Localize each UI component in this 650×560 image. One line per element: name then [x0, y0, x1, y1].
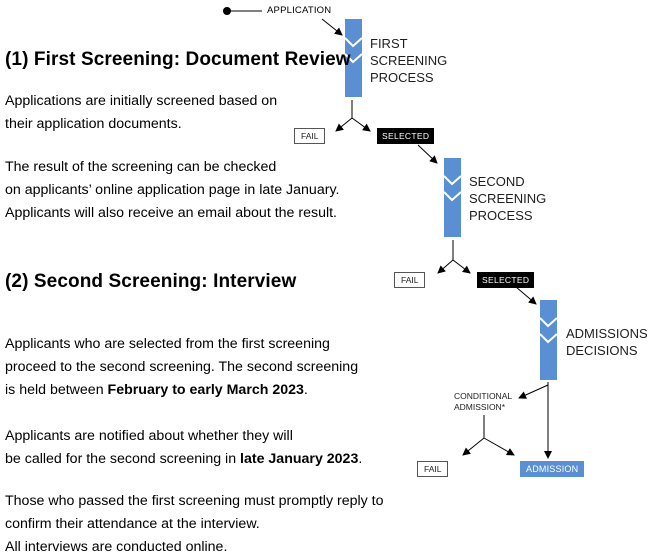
- stage-1-line2: SCREENING: [370, 53, 448, 68]
- application-label: APPLICATION: [267, 5, 332, 16]
- fail-box-1: FAIL: [294, 128, 326, 144]
- section2-paragraph1: Applicants who are selected from the fir…: [5, 333, 358, 402]
- section1-p1-line1: Applications are initially screened base…: [5, 93, 278, 109]
- section2-p1-line3-end: .: [303, 382, 308, 398]
- stage-bar-2: [443, 158, 462, 237]
- stage-1-line1: FIRST: [370, 36, 408, 51]
- application-arrow: [321, 18, 343, 36]
- fail-box-2: FAIL: [394, 272, 426, 288]
- section1-p2-line2: on applicants’ online application page i…: [5, 182, 340, 198]
- section2-p3-line2: confirm their attendance at the intervie…: [5, 516, 260, 532]
- stage-2-label: SECOND SCREENING PROCESS: [469, 173, 546, 224]
- section2-p1-line2: proceed to the second screening. The sec…: [5, 359, 359, 375]
- stage-3-label: ADMISSIONS DECISIONS: [566, 325, 648, 359]
- stage-bar-1: [344, 19, 363, 97]
- section1-paragraph1: Applications are initially screened base…: [5, 90, 277, 136]
- section2-p3-line1: Those who passed the first screening mus…: [5, 493, 384, 509]
- to-conditional-arrow: [518, 384, 549, 399]
- conditional-line1: CONDITIONAL: [454, 391, 513, 401]
- section1-p2-line3: Applicants will also receive an email ab…: [5, 205, 337, 221]
- fail-box-3: FAIL: [417, 461, 449, 477]
- to-stage2-arrow: [417, 144, 438, 164]
- notification-date-emphasis: late January 2023: [240, 451, 359, 467]
- section2-p1-line1: Applicants who are selected from the fir…: [5, 336, 330, 352]
- section2-p1-line3: is held between February to early March …: [5, 379, 358, 402]
- stage-2-line1: SECOND: [469, 174, 525, 189]
- selected-arrow-1: [351, 117, 371, 132]
- stage-1-label: FIRST SCREENING PROCESS: [370, 35, 447, 86]
- section2-heading: (2) Second Screening: Interview: [5, 271, 297, 292]
- section1-p1-line2: their application documents.: [5, 116, 182, 132]
- to-stage3-arrow: [515, 286, 537, 305]
- section2-p1-line3-text: is held between: [5, 382, 108, 398]
- section2-p3-line3: All interviews are conducted online.: [5, 539, 228, 555]
- fail-arrow-3: [462, 437, 485, 456]
- conditional-admission-label: CONDITIONAL ADMISSION*: [454, 391, 512, 413]
- conditional-line2: ADMISSION*: [454, 402, 506, 412]
- section2-p2-line2: be called for the second screening in la…: [5, 448, 362, 471]
- fail-arrow-2: [437, 259, 454, 274]
- section2-paragraph3: Those who passed the first screening mus…: [5, 490, 384, 559]
- selected-arrow-2: [452, 259, 471, 274]
- screening-period-emphasis: February to early March 2023: [107, 382, 304, 398]
- section2-p2-line1: Applicants are notified about whether th…: [5, 428, 293, 444]
- selected-box-1: SELECTED: [377, 128, 435, 144]
- stage-3-line1: ADMISSIONS: [566, 326, 648, 341]
- fail-arrow-1: [335, 117, 353, 132]
- stage-bar-3: [539, 300, 558, 380]
- admission-box: ADMISSION: [520, 461, 585, 477]
- stage-2-line3: PROCESS: [469, 208, 533, 223]
- conditional-to-admission-arrow: [483, 437, 515, 456]
- stage-1-line3: PROCESS: [370, 70, 434, 85]
- section2-paragraph2: Applicants are notified about whether th…: [5, 425, 362, 471]
- selected-box-2: SELECTED: [477, 272, 535, 288]
- section2-p2-line2-text: be called for the second screening in: [5, 451, 241, 467]
- stage-3-line2: DECISIONS: [566, 343, 638, 358]
- section1-paragraph2: The result of the screening can be check…: [5, 156, 339, 225]
- section1-heading: (1) First Screening: Document Review: [5, 49, 351, 70]
- section2-p2-line2-end: .: [358, 451, 363, 467]
- stage-2-line2: SCREENING: [469, 191, 547, 206]
- section1-p2-line1: The result of the screening can be check…: [5, 159, 277, 175]
